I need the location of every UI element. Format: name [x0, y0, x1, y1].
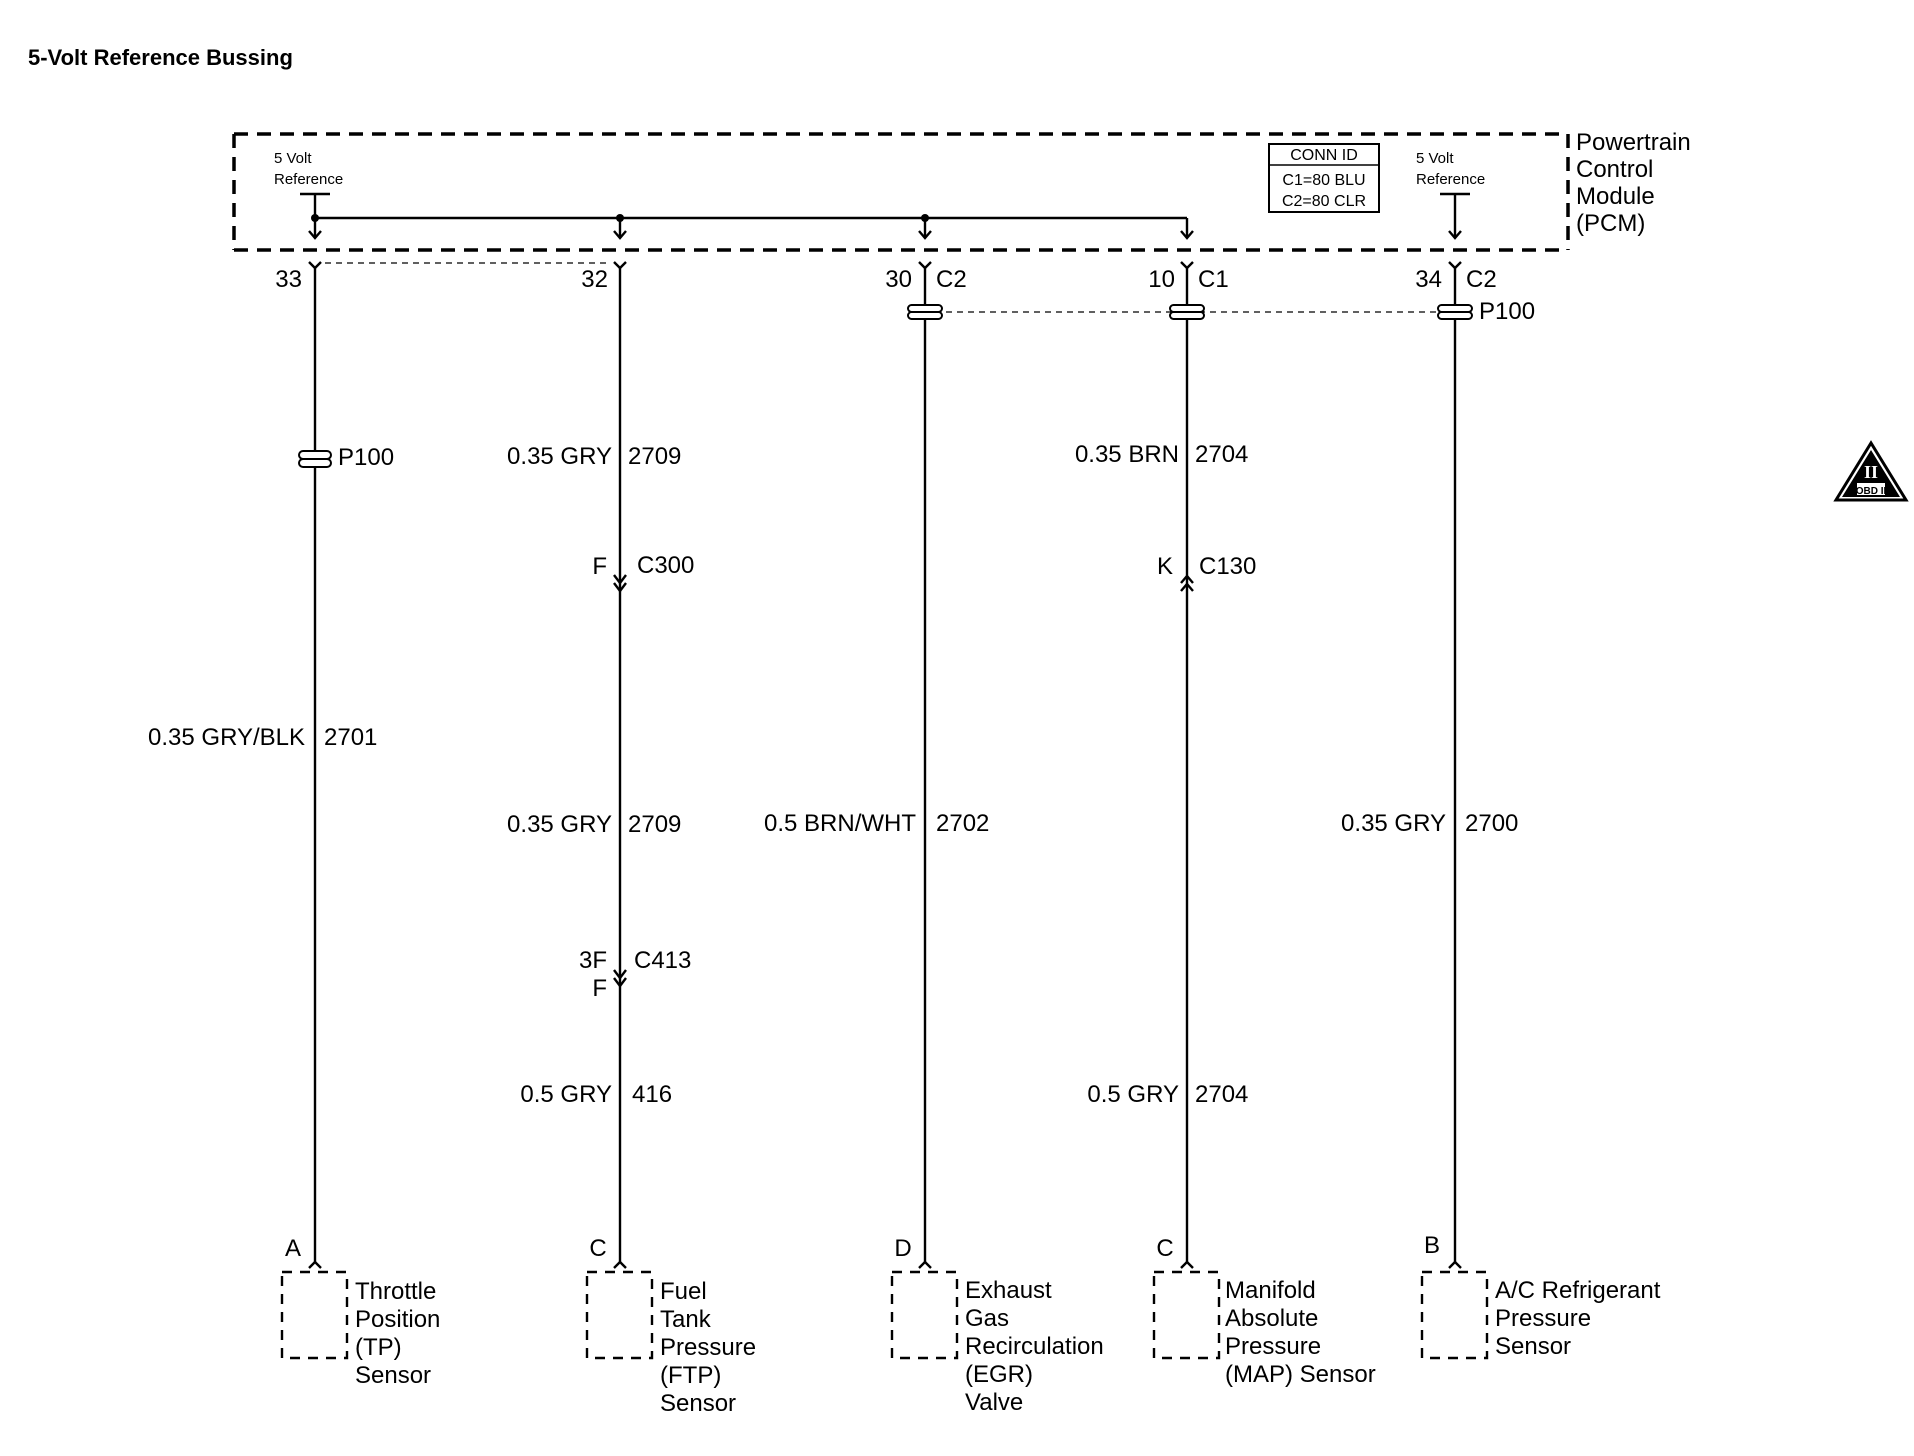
end-pin: C — [589, 1235, 606, 1262]
circuit-ac-pressure-sensor: 34 C2 P100 0.35 GRY 2700 B A/C Refrigera… — [1341, 261, 1661, 1360]
component-line-2: Position — [355, 1306, 440, 1333]
conn-id-line-2: C2=80 CLR — [1282, 193, 1366, 210]
component-line-3: Pressure — [1225, 1333, 1321, 1360]
circuit-tp-sensor: 33 P100 0.35 GRY/BLK 2701 A Throttle Pos… — [148, 261, 440, 1389]
reference-left: 5 Volt Reference — [274, 150, 343, 218]
splice-icon — [1437, 304, 1473, 320]
diagram-title: 5-Volt Reference Bussing — [28, 45, 293, 70]
component-box — [1420, 1270, 1489, 1360]
obd-ii-badge: II OBD II — [1833, 440, 1909, 502]
reference-bus — [308, 214, 1194, 240]
obd-roman: II — [1864, 462, 1878, 482]
component-line-5: Valve — [965, 1389, 1023, 1416]
component-line-3: Recirculation — [965, 1333, 1104, 1360]
splice-icon — [907, 304, 943, 320]
component-box — [1152, 1270, 1221, 1360]
wire-color: 0.35 GRY/BLK — [148, 724, 305, 751]
circuit-number: 2709 — [628, 811, 681, 838]
pin-connector: C2 — [1466, 266, 1497, 293]
pcm-name-line-3: Module — [1576, 183, 1655, 210]
wire-color: 0.35 GRY — [507, 443, 612, 470]
splice-label: P100 — [1479, 298, 1535, 325]
pin-connector: C1 — [1198, 266, 1229, 293]
reference-left-line-2: Reference — [274, 171, 343, 188]
reference-right-line-2: Reference — [1416, 171, 1485, 188]
pin-number: 32 — [581, 266, 608, 293]
connector-label: C130 — [1199, 553, 1256, 580]
end-pin: D — [894, 1235, 911, 1262]
component-line-1: Fuel — [660, 1278, 707, 1305]
component-line-4: Sensor — [355, 1362, 431, 1389]
end-pin: C — [1156, 1235, 1173, 1262]
splice-icon — [1169, 304, 1205, 320]
component-box — [890, 1270, 959, 1360]
conn-id-header: CONN ID — [1290, 147, 1358, 164]
circuit-number: 2704 — [1195, 1081, 1248, 1108]
circuit-map-sensor: 10 C1 0.35 BRN 2704 K C130 0.5 GRY 2704 … — [1075, 261, 1376, 1388]
reference-right-line-1: 5 Volt — [1416, 150, 1454, 167]
circuit-number: 2702 — [936, 810, 989, 837]
wire-color: 0.35 BRN — [1075, 441, 1179, 468]
circuit-number: 2709 — [628, 443, 681, 470]
conn-id-table: CONN ID C1=80 BLU C2=80 CLR — [1268, 143, 1380, 213]
reference-right: 5 Volt Reference — [1416, 150, 1485, 240]
pcm-name: Powertrain Control Module (PCM) — [1576, 129, 1691, 237]
circuit-number: 416 — [632, 1081, 672, 1108]
circuit-number: 2701 — [324, 724, 377, 751]
component-line-3: Sensor — [1495, 1333, 1571, 1360]
component-line-2: Absolute — [1225, 1305, 1318, 1332]
component-line-4: (MAP) Sensor — [1225, 1361, 1376, 1388]
component-line-2: Gas — [965, 1305, 1009, 1332]
reference-left-line-1: 5 Volt — [274, 150, 312, 167]
connector-pin-2: F — [592, 975, 607, 1002]
end-pin: B — [1424, 1232, 1440, 1259]
wire-color: 0.35 GRY — [1341, 810, 1446, 837]
component-line-3: (TP) — [355, 1334, 402, 1361]
component-line-1: Throttle — [355, 1278, 436, 1305]
connector-pin: 3F — [579, 947, 607, 974]
wire-color: 0.35 GRY — [507, 811, 612, 838]
component-box — [585, 1270, 654, 1360]
pcm-name-line-1: Powertrain — [1576, 129, 1691, 156]
pin-number: 34 — [1415, 266, 1442, 293]
pcm-module-box — [232, 132, 1570, 252]
circuit-number: 2700 — [1465, 810, 1518, 837]
connector-label: C413 — [634, 947, 691, 974]
pcm-name-line-4: (PCM) — [1576, 210, 1645, 237]
connector-pin: K — [1157, 553, 1173, 580]
pin-number: 30 — [885, 266, 912, 293]
wire-color: 0.5 GRY — [1087, 1081, 1179, 1108]
circuit-ftp-sensor: 32 0.35 GRY 2709 F C300 0.35 GRY 2709 3F… — [507, 261, 756, 1417]
end-pin: A — [285, 1235, 301, 1262]
component-line-2: Tank — [660, 1306, 712, 1333]
component-line-3: Pressure — [660, 1334, 756, 1361]
conn-id-line-1: C1=80 BLU — [1282, 172, 1365, 189]
circuit-number: 2704 — [1195, 441, 1248, 468]
component-line-5: Sensor — [660, 1390, 736, 1417]
component-line-4: (EGR) — [965, 1361, 1033, 1388]
component-line-2: Pressure — [1495, 1305, 1591, 1332]
obd-text: OBD II — [1856, 486, 1887, 497]
component-line-1: A/C Refrigerant — [1495, 1277, 1661, 1304]
circuit-egr-valve: 30 C2 0.5 BRN/WHT 2702 D Exhaust Gas Rec… — [764, 261, 1104, 1416]
component-line-1: Exhaust — [965, 1277, 1052, 1304]
component-box — [280, 1270, 349, 1360]
splice-icon — [298, 450, 332, 468]
pcm-name-line-2: Control — [1576, 156, 1653, 183]
pin-connector: C2 — [936, 266, 967, 293]
pin-number: 10 — [1148, 266, 1175, 293]
pin-number: 33 — [275, 266, 302, 293]
connector-label: C300 — [637, 552, 694, 579]
wire-color: 0.5 GRY — [520, 1081, 612, 1108]
component-line-1: Manifold — [1225, 1277, 1316, 1304]
wire-color: 0.5 BRN/WHT — [764, 810, 916, 837]
component-line-4: (FTP) — [660, 1362, 721, 1389]
connector-pin: F — [592, 553, 607, 580]
splice-label: P100 — [338, 444, 394, 471]
